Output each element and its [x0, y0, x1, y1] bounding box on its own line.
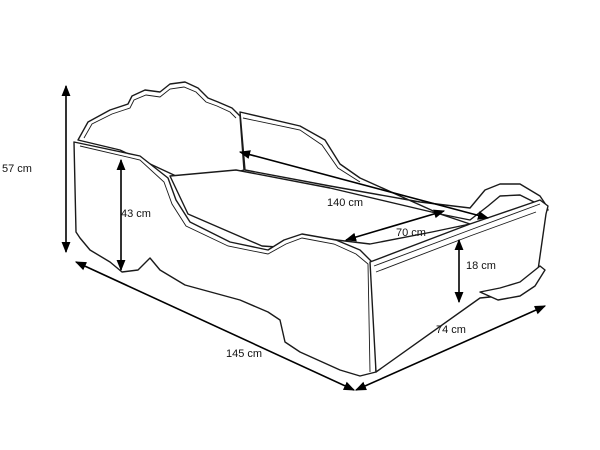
label-width-inner: 70 cm — [396, 227, 426, 239]
width-total-arrow — [354, 305, 547, 391]
width-inner-arrow — [344, 209, 446, 242]
label-height-front: 43 cm — [121, 208, 151, 220]
length-total-arrow — [74, 261, 356, 391]
label-width-total: 74 cm — [436, 324, 466, 336]
label-length-inner: 140 cm — [327, 197, 363, 209]
label-height-total: 57 cm — [2, 163, 32, 175]
label-length-total: 145 cm — [226, 348, 262, 360]
length-inner-arrow — [238, 150, 490, 220]
label-side-height: 18 cm — [466, 260, 496, 272]
foot-support — [479, 265, 546, 301]
